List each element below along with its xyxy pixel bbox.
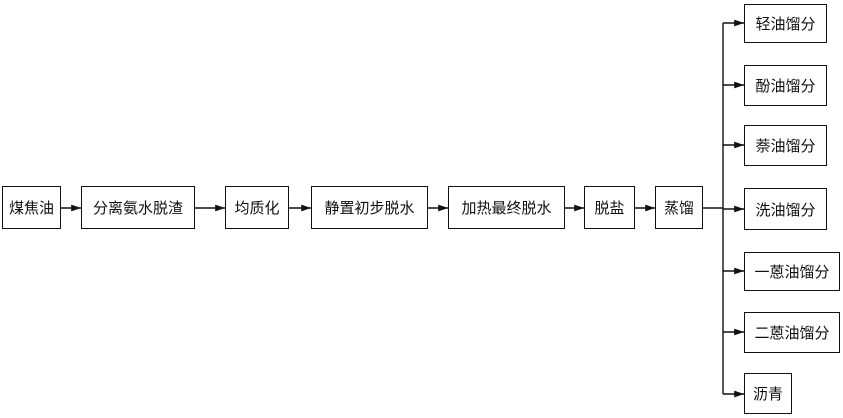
node-light-oil-fraction: 轻油馏分 [744,4,827,43]
node-label: 均质化 [234,199,280,217]
node-second-anthracene-oil-fraction: 二蒽油馏分 [744,312,840,353]
node-coal-tar: 煤焦油 [2,186,61,229]
node-distillation: 蒸馏 [655,186,703,229]
node-ammonia-water-slag-removal: 分离氨水脱渣 [81,186,195,229]
node-naphthalene-oil-fraction: 萘油馏分 [744,125,827,166]
node-label: 分离氨水脱渣 [92,199,183,217]
node-first-anthracene-oil-fraction: 一蒽油馏分 [744,252,840,291]
node-label: 煤焦油 [8,199,54,217]
node-label: 萘油馏分 [755,137,816,155]
node-label: 轻油馏分 [755,15,816,33]
node-label: 加热最终脱水 [461,199,552,217]
node-desalting: 脱盐 [584,186,635,229]
node-label: 二蒽油馏分 [754,324,830,342]
node-label: 沥青 [752,385,783,403]
node-pitch: 沥青 [744,373,792,414]
node-phenol-oil-fraction: 酚油馏分 [744,65,827,106]
node-wash-oil-fraction: 洗油馏分 [744,188,827,230]
node-label: 一蒽油馏分 [754,263,830,281]
node-label: 酚油馏分 [755,77,816,95]
node-static-initial-dehydration: 静置初步脱水 [311,186,428,229]
node-homogenization: 均质化 [225,186,289,229]
node-label: 洗油馏分 [755,200,816,219]
node-label: 脱盐 [594,199,625,217]
node-heating-final-dehydration: 加热最终脱水 [448,186,565,229]
node-label: 静置初步脱水 [324,199,415,217]
node-label: 蒸馏 [663,199,694,217]
